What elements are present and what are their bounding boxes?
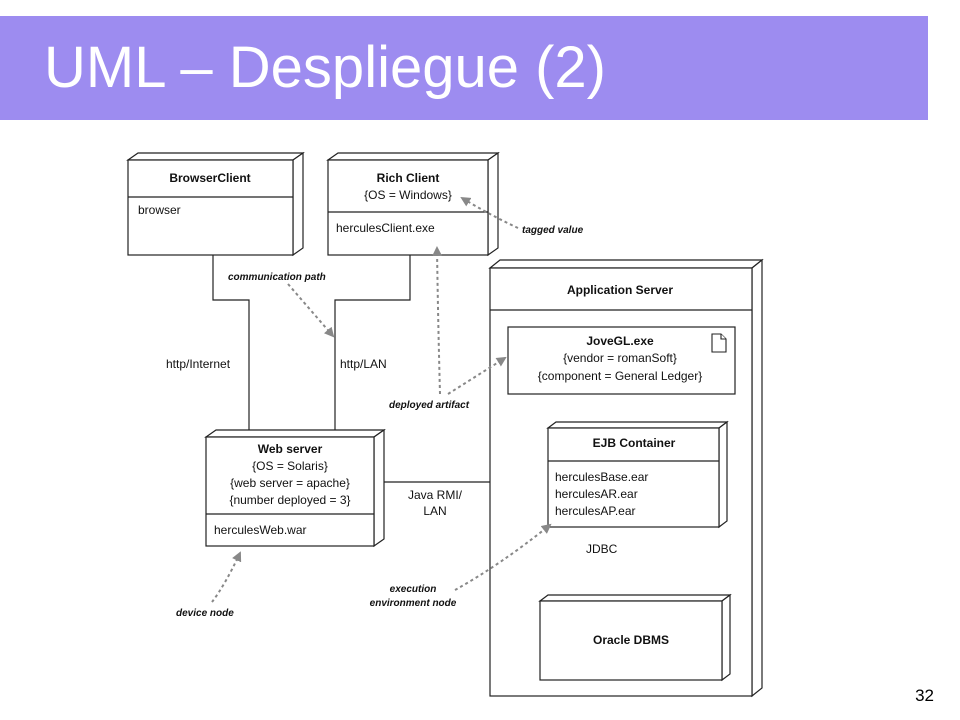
application-server-name: Application Server	[567, 283, 673, 297]
web-server-tag-deployed: {number deployed = 3}	[229, 493, 350, 507]
jovegl-tag-vendor: {vendor = romanSoft}	[563, 351, 677, 365]
ejb-container-node	[546, 420, 729, 529]
communication-path-note: communication path	[228, 272, 326, 283]
web-server-name: Web server	[258, 442, 323, 456]
document-icon	[711, 333, 727, 353]
rich-web-path	[334, 255, 411, 430]
rich-client-tag: {OS = Windows}	[364, 188, 452, 202]
title-bar: UML – Despliegue (2)	[0, 16, 928, 120]
execution-env-note-2: environment node	[370, 598, 457, 609]
page-number: 32	[915, 686, 934, 705]
tagged-value-arrow	[460, 196, 519, 229]
deployed-artifact-arrow-up	[432, 246, 443, 395]
jovegl-name: JoveGL.exe	[586, 334, 654, 348]
browser-client-node	[126, 151, 305, 257]
tagged-value-note: tagged value	[522, 225, 584, 236]
jovegl-tag-component: {component = General Ledger}	[538, 369, 702, 383]
slide-title: UML – Despliegue (2)	[44, 35, 606, 100]
oracle-dbms-node	[538, 593, 732, 682]
ejb-artifact-ap: herculesAP.ear	[555, 504, 636, 518]
web-server-tag-apache: {web server = apache}	[230, 476, 350, 490]
web-server-node	[204, 428, 386, 548]
web-server-tag-os: {OS = Solaris}	[252, 459, 328, 473]
java-rmi-label: Java RMI/	[408, 488, 463, 502]
rich-client-artifact: herculesClient.exe	[336, 221, 435, 235]
device-node-note: device node	[176, 608, 234, 619]
ejb-container-name: EJB Container	[593, 436, 676, 450]
jdbc-label: JDBC	[586, 542, 618, 556]
deployed-artifact-note: deployed artifact	[389, 400, 470, 411]
http-lan-label: http/LAN	[340, 357, 387, 371]
browser-web-path	[212, 255, 250, 430]
annotation-arrows	[211, 196, 552, 603]
execution-env-arrow	[454, 523, 552, 591]
ejb-artifact-ar: herculesAR.ear	[555, 487, 638, 501]
java-rmi-lan-label: LAN	[423, 504, 446, 518]
ejb-artifact-base: herculesBase.ear	[555, 470, 648, 484]
jovegl-artifact	[507, 326, 736, 395]
rich-client-name: Rich Client	[377, 171, 440, 185]
browser-client-artifact: browser	[138, 203, 181, 217]
http-internet-label: http/Internet	[166, 357, 231, 371]
execution-env-note-1: execution	[390, 584, 437, 595]
rich-client-node	[326, 151, 500, 257]
browser-client-name: BrowserClient	[169, 171, 250, 185]
deployed-artifact-arrow-right	[447, 356, 507, 395]
web-server-artifact: herculesWeb.war	[214, 523, 306, 537]
device-node-arrow	[211, 551, 242, 603]
oracle-dbms-name: Oracle DBMS	[593, 633, 669, 647]
communication-path-arrow	[287, 283, 335, 338]
